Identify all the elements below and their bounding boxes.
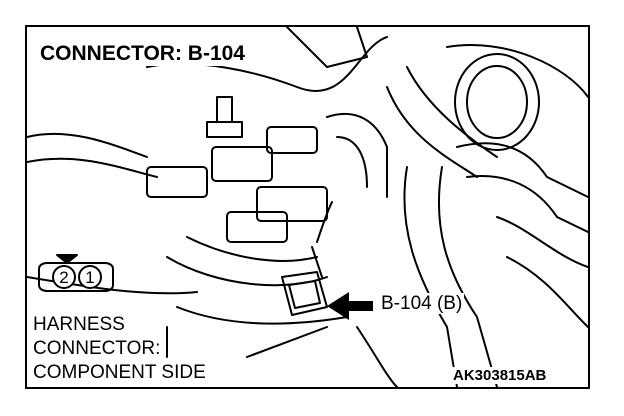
pin-label-1: 1 bbox=[85, 268, 94, 287]
harness-label-line-3: COMPONENT SIDE bbox=[33, 362, 206, 383]
connector-callout-label: B-104 (B) bbox=[379, 293, 465, 314]
harness-connector-icon: 2 1 bbox=[52, 265, 102, 289]
engine-bay-illustration: 2 1 bbox=[27, 27, 588, 387]
callout-arrow-icon bbox=[327, 292, 373, 320]
pin-label-2: 2 bbox=[59, 268, 68, 287]
diagram-frame: 2 1 CONNECTOR: B-104 HARNESS CONNECTOR: … bbox=[25, 25, 590, 389]
page-title: CONNECTOR: B-104 bbox=[37, 41, 248, 66]
figure-code: AK303815AB bbox=[451, 367, 549, 384]
harness-label-line-2: CONNECTOR: bbox=[33, 338, 161, 359]
harness-label-line-1: HARNESS bbox=[33, 314, 125, 335]
